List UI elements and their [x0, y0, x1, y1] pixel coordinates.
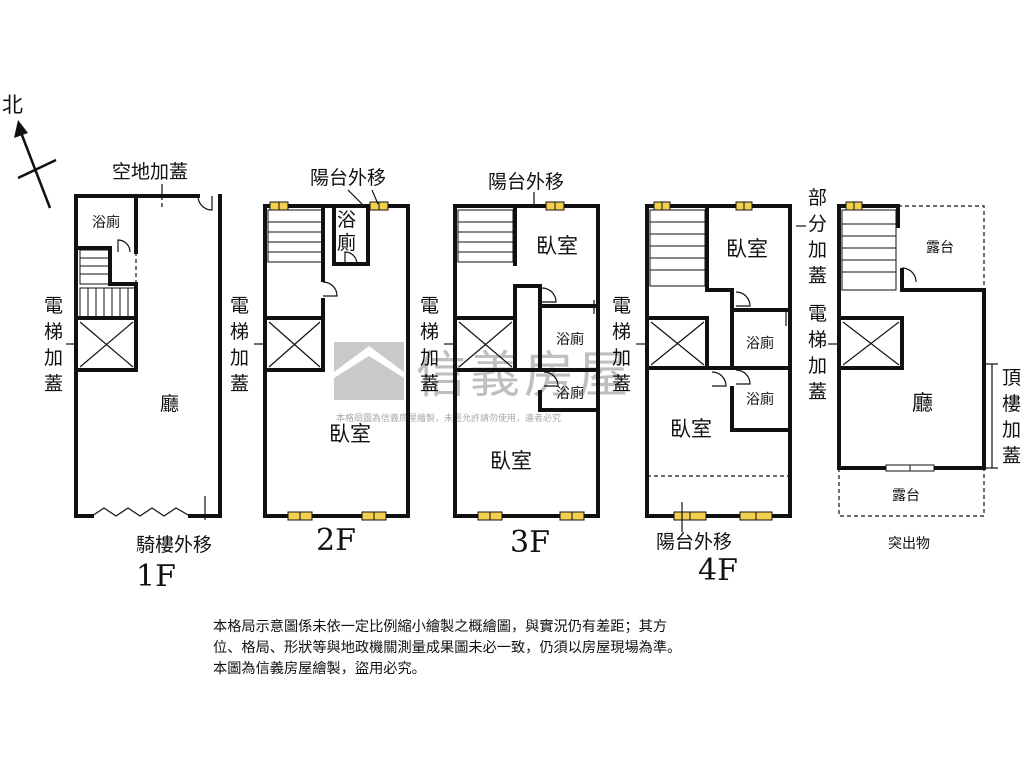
svg-text:加: 加 — [44, 347, 63, 369]
note-1f-elevator: 電 梯 加 蓋 — [44, 295, 63, 395]
svg-text:梯: 梯 — [420, 321, 439, 343]
disclaimer-line-2: 位、格局、形狀等與地政機關測量成果圖未必一致，仍須以房屋現場為準。 — [213, 640, 682, 656]
room-3f-bath-lower: 浴廁 — [556, 385, 584, 402]
room-roof-hall: 廳 — [912, 391, 933, 415]
room-4f-bath-upper: 浴廁 — [746, 335, 774, 352]
room-3f-bedroom-bottom: 臥室 — [490, 449, 532, 473]
floor-roof: 露台 廳 露台 突出物 部 分 加 蓋 電 梯 加 蓋 頂 樓 加 蓋 — [796, 187, 1021, 552]
svg-text:蓋: 蓋 — [808, 381, 827, 403]
svg-text:蓋: 蓋 — [612, 373, 631, 395]
note-3f-elevator: 電 梯 加 蓋 — [420, 295, 439, 395]
watermark-brand: 信義房屋 — [416, 346, 632, 404]
note-1f-top: 空地加蓋 — [112, 161, 188, 183]
floor-label-4f: 4F — [698, 553, 738, 588]
disclaimer: 本格局示意圖係未依一定比例縮小繪製之概繪圖，與實況仍有差距；其方 位、格局、形狀… — [213, 617, 823, 680]
room-4f-bedroom-bottom: 臥室 — [670, 417, 712, 441]
svg-text:加: 加 — [230, 347, 249, 369]
note-1f-bottom: 騎樓外移 — [136, 534, 212, 556]
floor-label-1f: 1F — [136, 559, 176, 594]
floor-1f: 浴廁 廳 空地加蓋 騎樓外移 電 梯 加 蓋 1F — [44, 161, 222, 594]
note-2f-elevator: 電 梯 加 蓋 — [230, 295, 249, 395]
svg-text:部: 部 — [808, 187, 827, 209]
svg-text:蓋: 蓋 — [420, 373, 439, 395]
floor-label-2f: 2F — [316, 523, 356, 558]
disclaimer-line-1: 本格局示意圖係未依一定比例縮小繪製之概繪圖，與實況仍有差距；其方 — [213, 619, 668, 635]
svg-text:梯: 梯 — [808, 329, 827, 351]
svg-text:電: 電 — [230, 295, 249, 317]
svg-text:分: 分 — [808, 213, 827, 235]
svg-text:加: 加 — [808, 239, 827, 261]
svg-text:梯: 梯 — [230, 321, 249, 343]
svg-text:加: 加 — [612, 347, 631, 369]
watermark-logo-icon — [334, 342, 404, 400]
disclaimer-line-3: 本圖為信義房屋繪製，盜用必究。 — [213, 661, 426, 677]
north-label: 北 — [2, 93, 23, 117]
svg-text:蓋: 蓋 — [44, 373, 63, 395]
svg-text:梯: 梯 — [44, 321, 63, 343]
room-4f-bedroom-top: 臥室 — [726, 237, 768, 261]
note-2f-top: 陽台外移 — [310, 167, 386, 189]
floor-label-3f: 3F — [510, 525, 550, 560]
svg-text:電: 電 — [808, 303, 827, 325]
note-4f-bottom: 陽台外移 — [656, 531, 732, 553]
room-3f-bedroom-top: 臥室 — [536, 234, 578, 258]
svg-text:頂: 頂 — [1002, 367, 1021, 389]
room-1f-bath: 浴廁 — [92, 214, 120, 231]
note-roof-partial: 部 分 加 蓋 — [808, 187, 827, 287]
note-roof-elevator: 電 梯 加 蓋 — [808, 303, 827, 403]
note-roof-rooftop: 頂 樓 加 蓋 — [1002, 367, 1021, 467]
note-3f-top: 陽台外移 — [488, 171, 564, 193]
room-roof-terrace-top: 露台 — [926, 240, 954, 256]
floor-3f: 臥室 浴廁 浴廁 臥室 陽台外移 電 梯 加 蓋 3F — [420, 171, 600, 560]
room-2f-bath-2: 廁 — [337, 231, 356, 254]
svg-text:加: 加 — [420, 347, 439, 369]
room-4f-bath-lower: 浴廁 — [746, 391, 774, 408]
svg-text:電: 電 — [420, 295, 439, 317]
watermark: 信義房屋 本格局圖為信義房屋繪製，未經允許請勿使用，違者必究 — [334, 342, 632, 424]
roof-label: 突出物 — [888, 536, 930, 552]
svg-text:梯: 梯 — [612, 321, 631, 343]
floor-2f: 浴 廁 臥室 陽台外移 電 梯 加 蓋 2F — [230, 167, 410, 558]
room-2f-bath-1: 浴 — [337, 209, 356, 231]
watermark-notice: 本格局圖為信義房屋繪製，未經允許請勿使用，違者必究 — [336, 412, 561, 424]
svg-text:蓋: 蓋 — [230, 373, 249, 395]
svg-text:蓋: 蓋 — [808, 265, 827, 287]
compass: 北 — [2, 93, 57, 209]
note-4f-elevator: 電 梯 加 蓋 — [612, 295, 631, 395]
svg-text:電: 電 — [44, 295, 63, 317]
svg-text:電: 電 — [612, 295, 631, 317]
svg-text:樓: 樓 — [1002, 393, 1021, 415]
room-1f-hall: 廳 — [160, 393, 179, 415]
svg-text:加: 加 — [808, 355, 827, 377]
floor-4f: 臥室 浴廁 浴廁 臥室 陽台外移 電 梯 加 蓋 4F — [612, 201, 792, 588]
svg-text:蓋: 蓋 — [1002, 445, 1021, 467]
room-3f-bath-upper: 浴廁 — [556, 331, 584, 348]
room-2f-bedroom: 臥室 — [329, 422, 371, 446]
room-roof-terrace-bottom: 露台 — [892, 488, 920, 504]
svg-text:加: 加 — [1002, 419, 1021, 441]
